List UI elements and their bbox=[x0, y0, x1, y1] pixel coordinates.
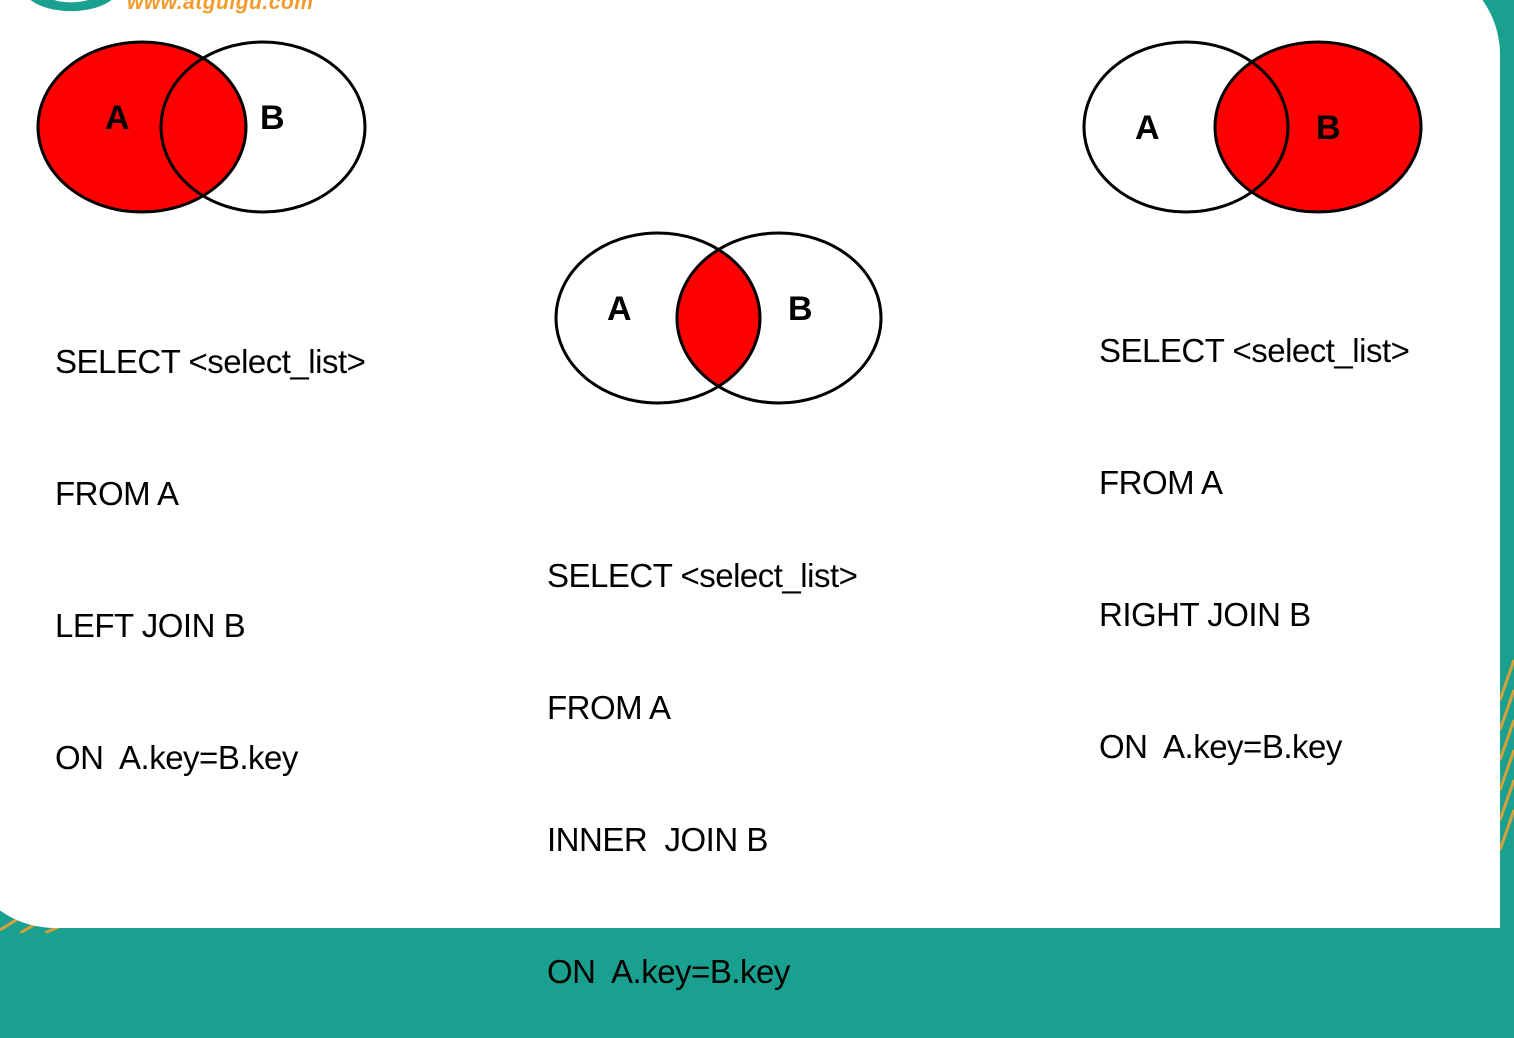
circle-b-label: B bbox=[1316, 109, 1341, 147]
sql-line: ON A.key=B.key bbox=[55, 739, 298, 776]
circle-b-fill bbox=[1215, 42, 1421, 212]
sql-line: SELECT <select_list> bbox=[55, 343, 366, 380]
circle-a-label: A bbox=[607, 290, 632, 328]
sql-line: FROM A bbox=[1099, 464, 1223, 501]
sql-line: SELECT <select_list> bbox=[1099, 332, 1410, 369]
circle-b-label: B bbox=[260, 99, 285, 137]
atguigu-logo bbox=[30, 0, 112, 12]
circle-a-outline bbox=[554, 231, 762, 405]
inner-join-sql: SELECT <select_list> FROM A INNER JOIN B… bbox=[547, 466, 858, 1038]
site-url: www.atguigu.com bbox=[127, 0, 314, 14]
circle-a-label: A bbox=[105, 99, 130, 137]
circle-a-fill bbox=[38, 42, 246, 212]
circle-a-outline bbox=[1082, 40, 1290, 214]
sql-line: INNER JOIN B bbox=[547, 821, 768, 858]
left-join-sql: SELECT <select_list> FROM A LEFT JOIN B … bbox=[55, 252, 366, 824]
sql-line: SELECT <select_list> bbox=[547, 557, 858, 594]
circle-b-label: B bbox=[788, 290, 813, 328]
sql-line: ON A.key=B.key bbox=[547, 953, 790, 990]
sql-line: FROM A bbox=[547, 689, 671, 726]
sql-line: LEFT JOIN B bbox=[55, 607, 246, 644]
circle-a-outline bbox=[36, 40, 248, 214]
sql-line: FROM A bbox=[55, 475, 179, 512]
sql-line: ON A.key=B.key bbox=[1099, 728, 1342, 765]
intersection-fill bbox=[677, 233, 760, 403]
circle-b-outline bbox=[159, 40, 367, 214]
circle-b-outline bbox=[675, 231, 883, 405]
sql-line: RIGHT JOIN B bbox=[1099, 596, 1311, 633]
circle-b-outline bbox=[1213, 40, 1423, 214]
right-join-sql: SELECT <select_list> FROM A RIGHT JOIN B… bbox=[1099, 241, 1410, 813]
circle-a-label: A bbox=[1135, 109, 1160, 147]
left-join-venn: A B bbox=[36, 40, 367, 214]
right-join-venn: A B bbox=[1082, 40, 1423, 214]
inner-join-venn: A B bbox=[554, 231, 883, 405]
